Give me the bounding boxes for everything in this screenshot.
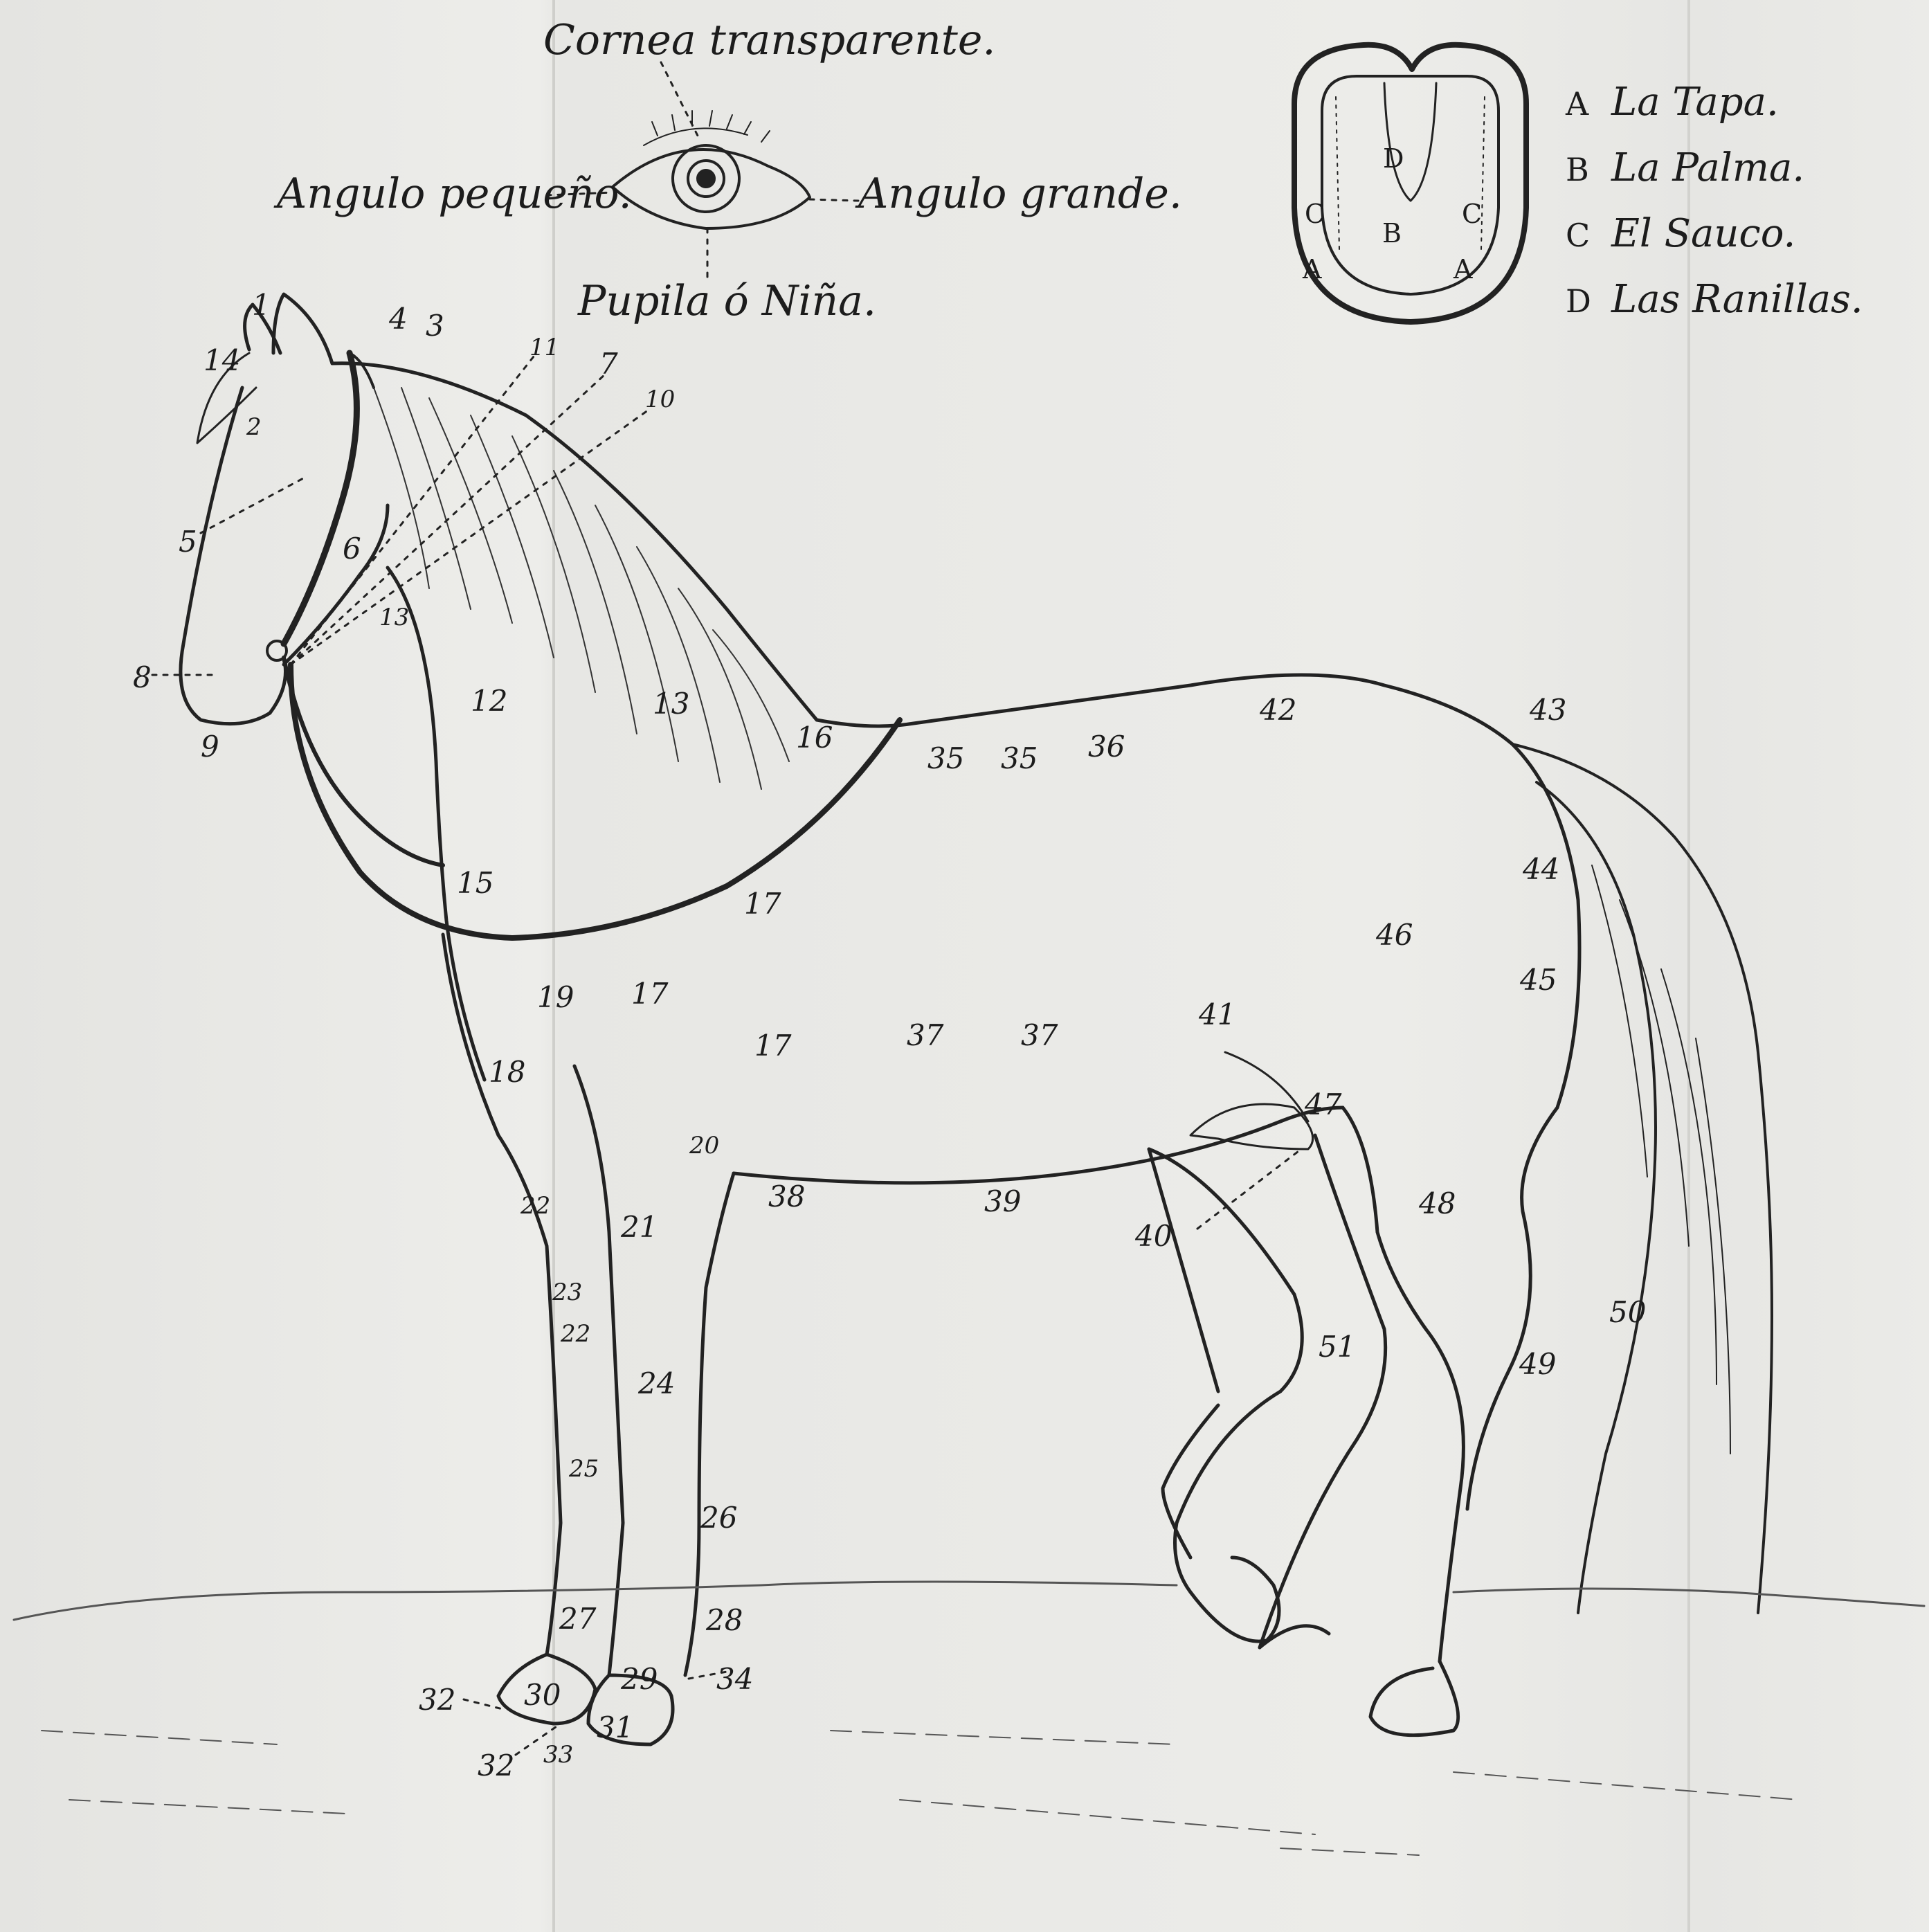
- hoof-legend-text: La Tapa.: [1611, 80, 1779, 125]
- part-number: 48: [1419, 1189, 1456, 1218]
- part-number: 26: [700, 1504, 737, 1533]
- part-number: 10: [645, 388, 675, 411]
- part-number: 21: [621, 1213, 658, 1242]
- part-number: 18: [489, 1058, 525, 1087]
- part-number: 7: [599, 350, 618, 379]
- part-number: 11: [529, 336, 559, 359]
- part-number: 51: [1319, 1333, 1355, 1362]
- part-number: 8: [133, 663, 152, 692]
- part-number: 49: [1519, 1350, 1556, 1379]
- hoof-legend-key: B: [1566, 154, 1611, 186]
- part-number: 40: [1135, 1222, 1172, 1251]
- hoof-legend-key: D: [1566, 285, 1611, 317]
- mane-hatching: [374, 388, 789, 789]
- part-number: 25: [569, 1457, 599, 1481]
- hoof-sole-illustration: [1294, 45, 1526, 322]
- part-number: 17: [744, 890, 781, 919]
- part-number: 17: [754, 1031, 791, 1060]
- part-number: 42: [1260, 696, 1296, 725]
- part-number: 35: [1001, 744, 1038, 773]
- part-number: 13: [379, 606, 409, 629]
- hoof-legend-text: Las Ranillas.: [1611, 277, 1863, 322]
- eye-label-pupil: Pupila ó Niña.: [578, 280, 876, 322]
- part-number: 23: [552, 1281, 582, 1304]
- part-number: 50: [1609, 1298, 1646, 1327]
- part-number: 41: [1199, 1000, 1235, 1029]
- hoof-legend-text: El Sauco.: [1611, 211, 1795, 256]
- hoof-legend-text: La Palma.: [1611, 145, 1804, 190]
- hoof-letter: C: [1305, 201, 1325, 227]
- part-number: 38: [768, 1182, 805, 1211]
- part-number: 5: [179, 527, 197, 557]
- part-number: 22: [520, 1194, 550, 1218]
- part-number: 28: [706, 1606, 743, 1635]
- part-number: 27: [559, 1605, 596, 1634]
- part-number: 24: [638, 1369, 675, 1398]
- part-number: 30: [524, 1681, 561, 1710]
- part-number: 32: [419, 1686, 455, 1715]
- horse-leader-lines: [152, 353, 1301, 1755]
- part-number: 9: [201, 732, 219, 761]
- part-number: 44: [1523, 855, 1559, 884]
- part-number: 4: [389, 305, 408, 334]
- part-number: 1: [252, 291, 271, 320]
- hoof-letter: B: [1382, 220, 1402, 246]
- eye-illustration: [613, 111, 810, 228]
- part-number: 2: [246, 415, 262, 439]
- part-number: 43: [1530, 696, 1566, 725]
- part-number: 39: [984, 1187, 1021, 1216]
- horse-body-outline: [181, 294, 1772, 1744]
- part-number: 3: [426, 312, 444, 341]
- part-number: 16: [796, 723, 833, 752]
- part-number: 29: [621, 1665, 658, 1694]
- part-number: 13: [653, 689, 689, 719]
- part-number: 35: [927, 744, 964, 773]
- part-number: 17: [631, 979, 668, 1009]
- hoof-legend-key: C: [1566, 219, 1611, 251]
- part-number: 12: [471, 687, 507, 716]
- part-number: 14: [203, 346, 240, 375]
- eye-label-large-angle: Angulo grande.: [858, 173, 1182, 215]
- hoof-letter: C: [1462, 201, 1482, 227]
- hoof-letter: A: [1303, 256, 1321, 282]
- part-number: 46: [1376, 921, 1413, 950]
- part-number: 34: [716, 1665, 753, 1694]
- part-number: 19: [537, 983, 574, 1012]
- hoof-letter: D: [1383, 145, 1404, 172]
- hoof-letter: A: [1453, 256, 1472, 282]
- part-number: 47: [1305, 1090, 1341, 1119]
- part-number: 33: [543, 1743, 573, 1767]
- eye-label-cornea: Cornea transparente.: [543, 19, 995, 61]
- part-number: 45: [1520, 966, 1557, 995]
- eye-label-small-angle: Angulo pequeño.: [277, 173, 632, 215]
- part-number: 37: [1021, 1021, 1058, 1050]
- part-number: 15: [457, 869, 493, 898]
- part-number: 32: [478, 1751, 514, 1780]
- ground-line: [14, 1582, 1924, 1855]
- part-number: 37: [907, 1021, 943, 1050]
- part-number: 22: [561, 1322, 590, 1346]
- part-number: 31: [597, 1713, 633, 1742]
- part-number: 20: [689, 1134, 719, 1157]
- hoof-legend-key: A: [1566, 88, 1611, 120]
- part-number: 6: [343, 534, 361, 563]
- part-number: 36: [1088, 732, 1125, 761]
